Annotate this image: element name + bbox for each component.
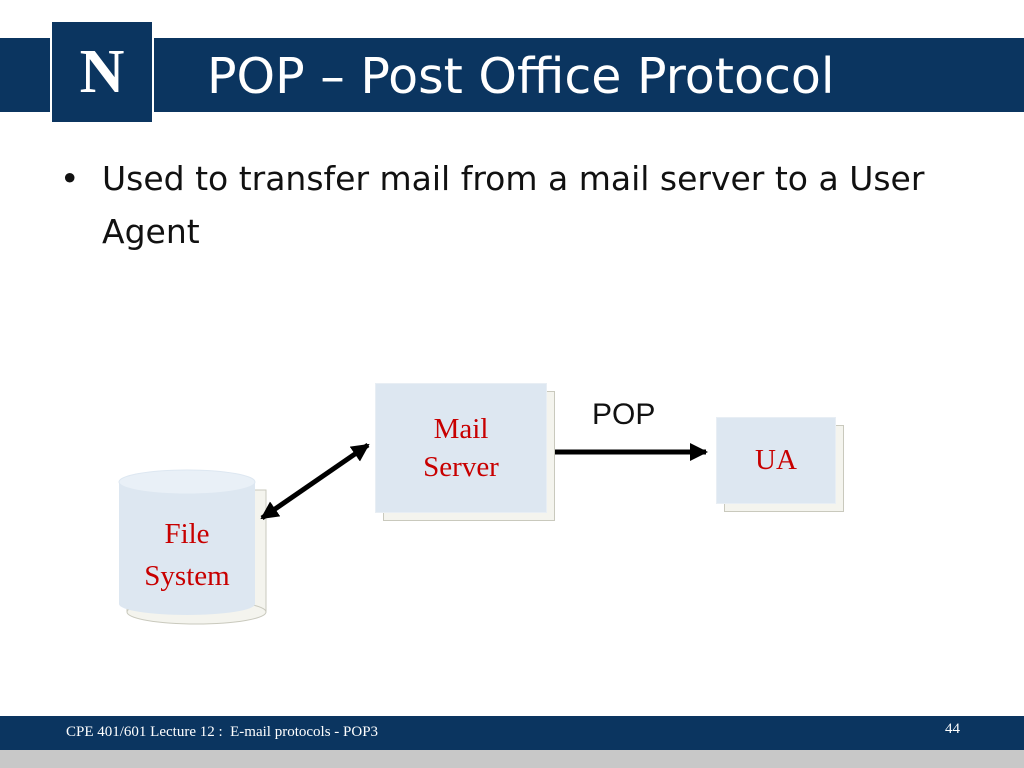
file-system-cylinder <box>118 469 256 615</box>
page-number: 44 <box>945 721 960 737</box>
logo-letter: N <box>58 28 146 116</box>
mail-server-label-line1: Mail <box>433 413 489 445</box>
file-system-label-line1: File <box>164 518 210 550</box>
mail-server-label-line2: Server <box>423 451 499 483</box>
footer-text: CPE 401/601 Lecture 12 : E-mail protocol… <box>66 724 379 740</box>
file-system-label-line2: System <box>144 560 230 592</box>
bullet-dot-icon: • <box>60 159 80 198</box>
footer-bar <box>0 716 1024 750</box>
mail-server-box: Mail Server <box>375 383 547 513</box>
bullet-text: Used to transfer mail from a mail server… <box>102 159 925 251</box>
user-agent-box: UA <box>716 417 836 504</box>
slide-title: POP – Post Office Protocol <box>207 48 835 105</box>
title-bar <box>0 38 1024 112</box>
file-system-label: File System <box>120 513 254 597</box>
file-mail-double-arrow <box>260 442 370 521</box>
user-agent-label: UA <box>755 444 797 476</box>
pop-protocol-label: POP <box>592 398 656 431</box>
university-logo: N <box>50 20 154 124</box>
footer-strip <box>0 750 1024 768</box>
